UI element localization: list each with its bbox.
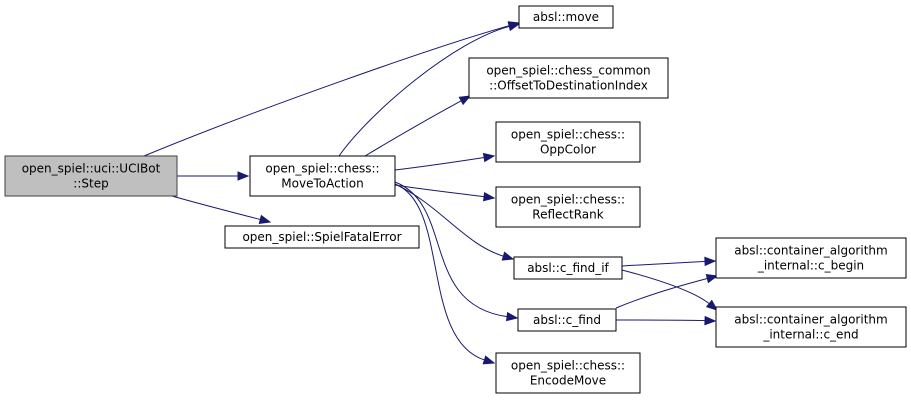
arrowhead-c_find_if-to-c_end <box>705 299 719 311</box>
edge-c_find_if-to-c_begin <box>621 260 707 267</box>
node-label-spiel_fatal_error-line-0: open_spiel::SpielFatalError <box>242 230 401 244</box>
node-opp_color[interactable]: open_spiel::chess::OppColor <box>495 121 641 163</box>
node-spiel_fatal_error[interactable]: open_spiel::SpielFatalError <box>224 225 420 249</box>
edge-move_to_action-to-opp_color <box>394 156 486 171</box>
edges-layer <box>143 21 719 365</box>
arrowhead-uci_step-to-spiel_fatal_error <box>258 214 272 224</box>
edge-move_to_action-to-encode_move <box>394 183 486 361</box>
node-label-c_begin-line-1: _internal::c_begin <box>757 259 864 273</box>
edge-move_to_action-to-offset_to_dest <box>364 99 463 157</box>
node-box-opp_color <box>495 121 641 163</box>
arrowhead-move_to_action-to-c_find <box>505 311 519 322</box>
node-uci_step[interactable]: open_spiel::uci::UCIBot::Step <box>4 155 178 197</box>
node-label-move_to_action-line-0: open_spiel::chess:: <box>265 162 379 176</box>
node-c_find_if[interactable]: absl::c_find_if <box>513 256 623 280</box>
arrowhead-move_to_action-to-absl_move <box>507 21 521 32</box>
node-box-c_begin <box>715 237 907 279</box>
node-label-c_find-line-0: absl::c_find <box>533 313 601 327</box>
arrowhead-move_to_action-to-opp_color <box>482 152 496 163</box>
arrowhead-move_to_action-to-encode_move <box>482 355 496 365</box>
node-absl_move[interactable]: absl::move <box>518 5 614 29</box>
node-reflect_rank[interactable]: open_spiel::chess::ReflectRank <box>495 186 641 228</box>
node-label-offset_to_dest-line-1: ::OffsetToDestinationIndex <box>489 79 648 93</box>
node-label-encode_move-line-0: open_spiel::chess:: <box>511 359 625 373</box>
arrowhead-move_to_action-to-c_find_if <box>501 251 515 261</box>
nodes-layer: open_spiel::uci::UCIBot::Stepopen_spiel:… <box>4 5 907 394</box>
arrowhead-move_to_action-to-offset_to_dest <box>458 95 472 106</box>
node-label-reflect_rank-line-1: ReflectRank <box>532 208 603 222</box>
edge-move_to_action-to-c_find <box>394 181 509 318</box>
edge-uci_step-to-absl_move <box>143 24 511 157</box>
node-label-c_find_if-line-0: absl::c_find_if <box>527 261 609 275</box>
node-label-reflect_rank-line-0: open_spiel::chess:: <box>511 193 625 207</box>
node-box-offset_to_dest <box>468 57 669 99</box>
arrowhead-c_find-to-c_begin <box>705 274 719 284</box>
node-box-spiel_fatal_error <box>224 225 420 249</box>
arrowhead-move_to_action-to-reflect_rank <box>482 191 496 202</box>
node-move_to_action[interactable]: open_spiel::chess::MoveToAction <box>249 155 396 197</box>
node-c_find[interactable]: absl::c_find <box>517 308 617 332</box>
node-label-absl_move-line-0: absl::move <box>533 10 599 24</box>
node-label-opp_color-line-1: OppColor <box>540 143 596 157</box>
edge-c_find-to-c_begin <box>615 277 709 309</box>
edge-c_find-to-c_end <box>615 319 707 322</box>
node-c_end[interactable]: absl::container_algorithm_internal::c_en… <box>715 306 907 348</box>
node-label-c_end-line-1: _internal::c_end <box>762 328 858 342</box>
arrowhead-uci_step-to-move_to_action <box>237 171 250 181</box>
arrowhead-c_find_if-to-c_begin <box>704 256 717 267</box>
node-label-c_begin-line-0: absl::container_algorithm <box>734 244 887 258</box>
node-label-uci_step-line-1: ::Step <box>73 177 108 191</box>
node-box-c_find <box>517 308 617 332</box>
edge-move_to_action-to-c_find_if <box>394 183 505 257</box>
edge-move_to_action-to-absl_move <box>338 25 511 157</box>
node-box-reflect_rank <box>495 186 641 228</box>
node-label-encode_move-line-1: EncodeMove <box>530 374 606 388</box>
edge-c_find_if-to-c_end <box>621 269 711 305</box>
node-label-opp_color-line-0: open_spiel::chess:: <box>511 128 625 142</box>
node-box-absl_move <box>518 5 614 29</box>
node-box-c_end <box>715 306 907 348</box>
node-box-encode_move <box>495 352 641 394</box>
node-label-move_to_action-line-1: MoveToAction <box>281 177 363 191</box>
node-label-c_end-line-0: absl::container_algorithm <box>734 313 887 327</box>
node-box-uci_step <box>4 155 178 197</box>
arrowhead-c_find-to-c_end <box>704 315 717 326</box>
edge-uci_step-to-spiel_fatal_error <box>171 195 262 221</box>
node-box-move_to_action <box>249 155 396 197</box>
node-label-offset_to_dest-line-0: open_spiel::chess_common <box>486 64 650 78</box>
node-encode_move[interactable]: open_spiel::chess::EncodeMove <box>495 352 641 394</box>
node-c_begin[interactable]: absl::container_algorithm_internal::c_be… <box>715 237 907 279</box>
node-box-c_find_if <box>513 256 623 280</box>
node-offset_to_dest[interactable]: open_spiel::chess_common::OffsetToDestin… <box>468 57 669 99</box>
node-label-uci_step-line-0: open_spiel::uci::UCIBot <box>22 162 161 176</box>
